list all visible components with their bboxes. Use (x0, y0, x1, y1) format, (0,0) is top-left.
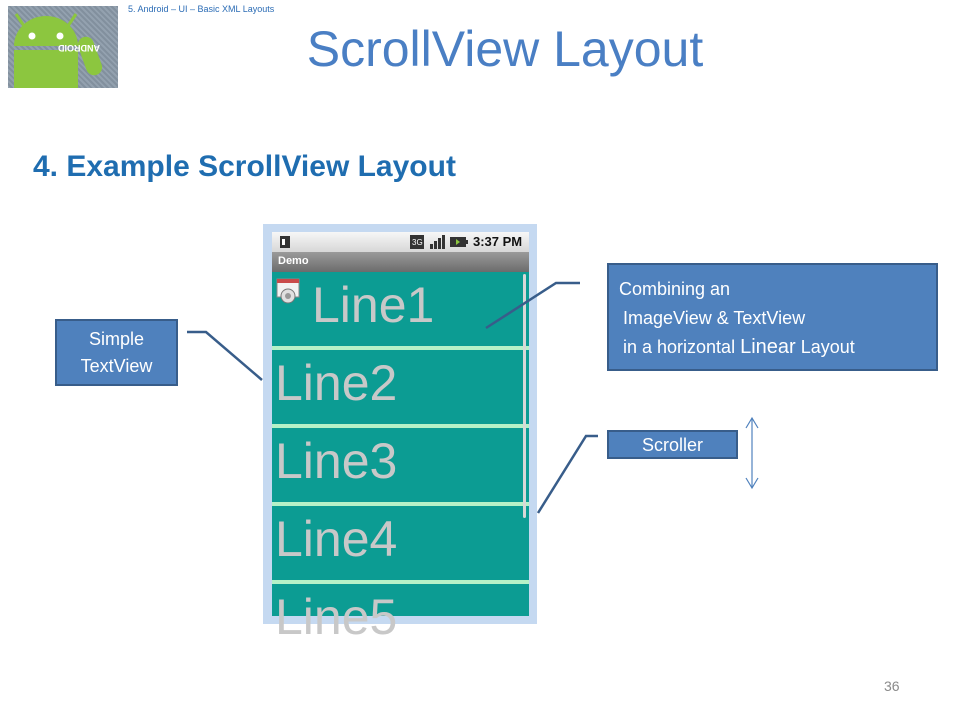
scrollbar[interactable] (523, 274, 526, 518)
list-item: Line3 (272, 428, 529, 506)
list-item: Line5 (272, 584, 529, 658)
section-heading: 4. Example ScrollView Layout (33, 150, 456, 183)
signal-bars-icon (430, 235, 445, 249)
android-robot-icon: ANDROID (14, 13, 103, 88)
callout-text: in a horizontal (623, 337, 741, 357)
callout-text: Combining an (619, 279, 731, 299)
svg-text:ANDROID: ANDROID (58, 43, 100, 53)
row-text: Line2 (275, 355, 398, 411)
callout-text: TextView (80, 356, 153, 376)
phone-screen: 3G 3:37 PM Demo Line1 (272, 232, 529, 642)
callout-text: ImageView & TextView (623, 308, 806, 328)
image-icon (276, 278, 300, 304)
page-title: ScrollView Layout (306, 21, 704, 77)
page-number: 36 (884, 678, 900, 694)
connector-line (536, 434, 598, 514)
status-bar: 3G 3:37 PM (272, 232, 529, 252)
3g-icon: 3G (410, 235, 424, 249)
list-item: Line2 (272, 350, 529, 428)
callout-text: Simple (88, 329, 145, 349)
status-icons: 3G (410, 235, 468, 249)
app-title: Demo (278, 255, 309, 267)
breadcrumb: 5. Android – UI – Basic XML Layouts (128, 4, 275, 14)
row-text: Line1 (312, 277, 435, 333)
row-text: Line3 (275, 433, 398, 489)
callout-text: Layout (795, 337, 855, 357)
status-time: 3:37 PM (473, 234, 523, 249)
android-logo: ANDROID (8, 6, 118, 88)
double-arrow-icon (745, 416, 759, 490)
row-text: Line5 (275, 589, 398, 645)
combining-callout: Combining an ImageView & TextView in a h… (607, 263, 938, 371)
sim-icon (280, 236, 290, 248)
battery-icon (450, 237, 468, 247)
svg-text:3G: 3G (412, 238, 423, 247)
connector-line (187, 330, 263, 381)
list-item: Line4 (272, 506, 529, 584)
list-item: Line1 (272, 272, 529, 350)
callout-text-line3: in a horizontal Linear Layout (619, 333, 936, 362)
scroll-content[interactable]: Line1 Line2 Line3 Line4 Line5 (272, 272, 529, 658)
callout-text-emphasis: Linear (740, 336, 796, 358)
scroller-callout: Scroller (607, 430, 738, 459)
app-title-bar: Demo (272, 252, 529, 272)
row-text: Line4 (275, 511, 398, 567)
simple-textview-callout: Simple TextView (55, 319, 178, 386)
